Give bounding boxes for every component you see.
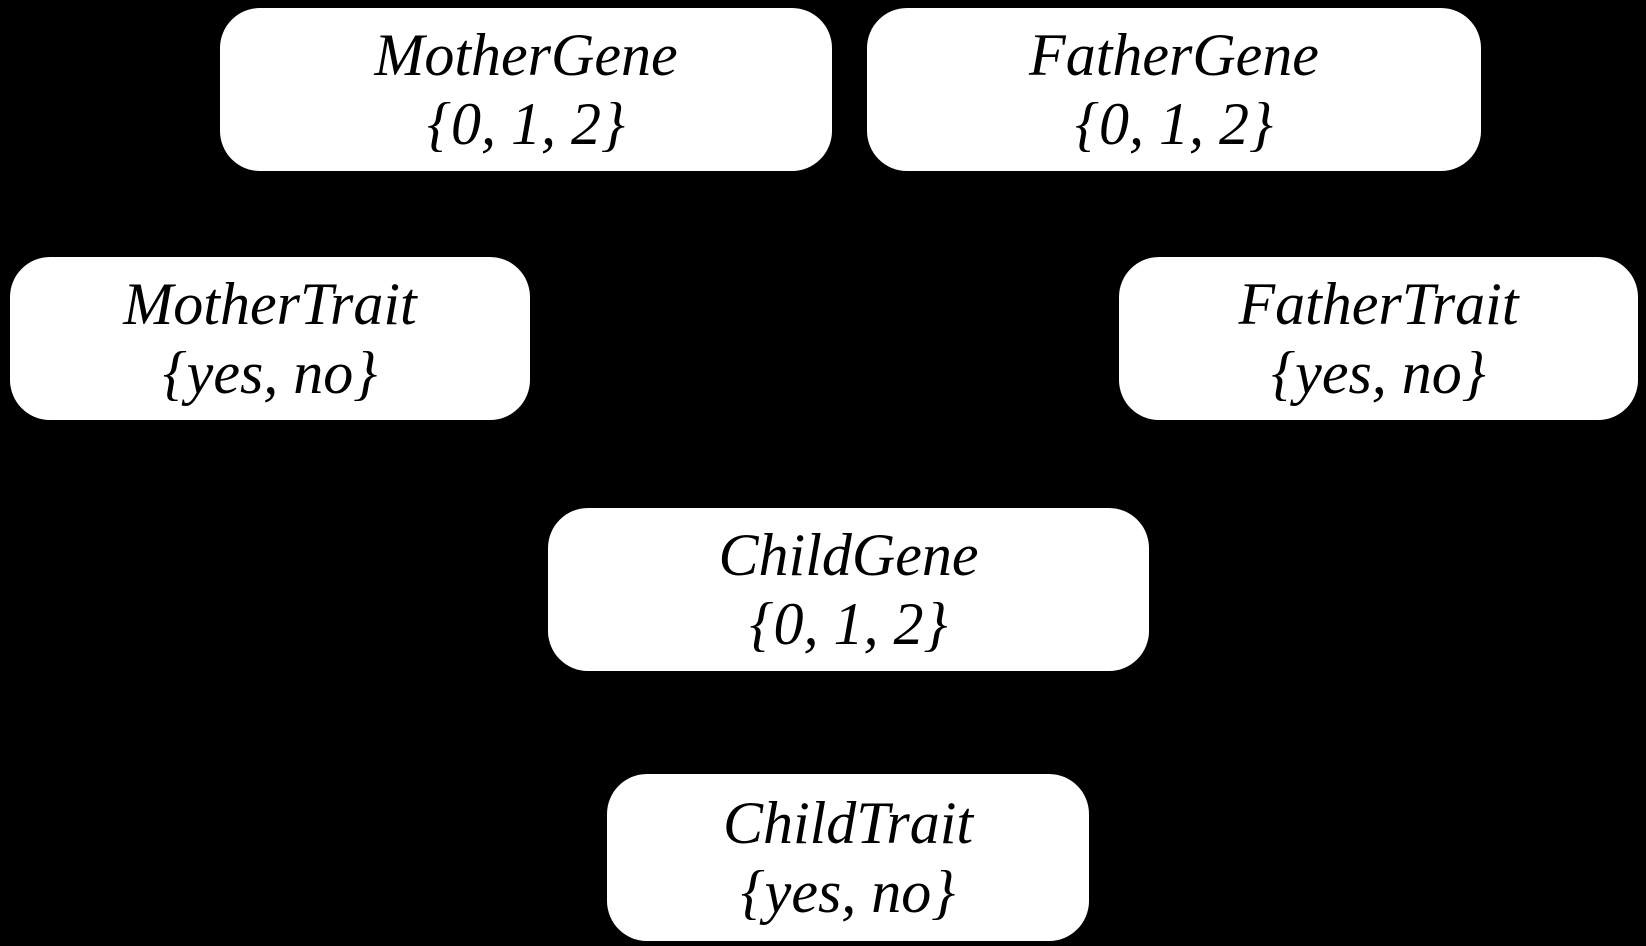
node-father-gene: FatherGene {0, 1, 2} bbox=[867, 8, 1481, 171]
node-label: MotherGene bbox=[374, 21, 678, 88]
node-domain: {0, 1, 2} bbox=[1075, 90, 1273, 157]
node-domain: {yes, no} bbox=[1271, 339, 1486, 406]
node-label: ChildTrait bbox=[722, 789, 974, 856]
node-domain: {yes, no} bbox=[740, 858, 956, 925]
node-label: FatherGene bbox=[1029, 21, 1319, 88]
node-child-gene: ChildGene {0, 1, 2} bbox=[548, 508, 1149, 671]
node-child-trait: ChildTrait {yes, no} bbox=[607, 774, 1089, 941]
node-mother-trait: MotherTrait {yes, no} bbox=[10, 257, 530, 420]
node-domain: {yes, no} bbox=[162, 339, 378, 406]
node-label: MotherTrait bbox=[123, 270, 417, 337]
node-domain: {0, 1, 2} bbox=[749, 590, 948, 657]
node-father-trait: FatherTrait {yes, no} bbox=[1119, 257, 1638, 420]
node-mother-gene: MotherGene {0, 1, 2} bbox=[220, 8, 832, 171]
node-label: ChildGene bbox=[718, 521, 979, 588]
node-domain: {0, 1, 2} bbox=[427, 90, 625, 157]
node-label: FatherTrait bbox=[1238, 270, 1519, 337]
